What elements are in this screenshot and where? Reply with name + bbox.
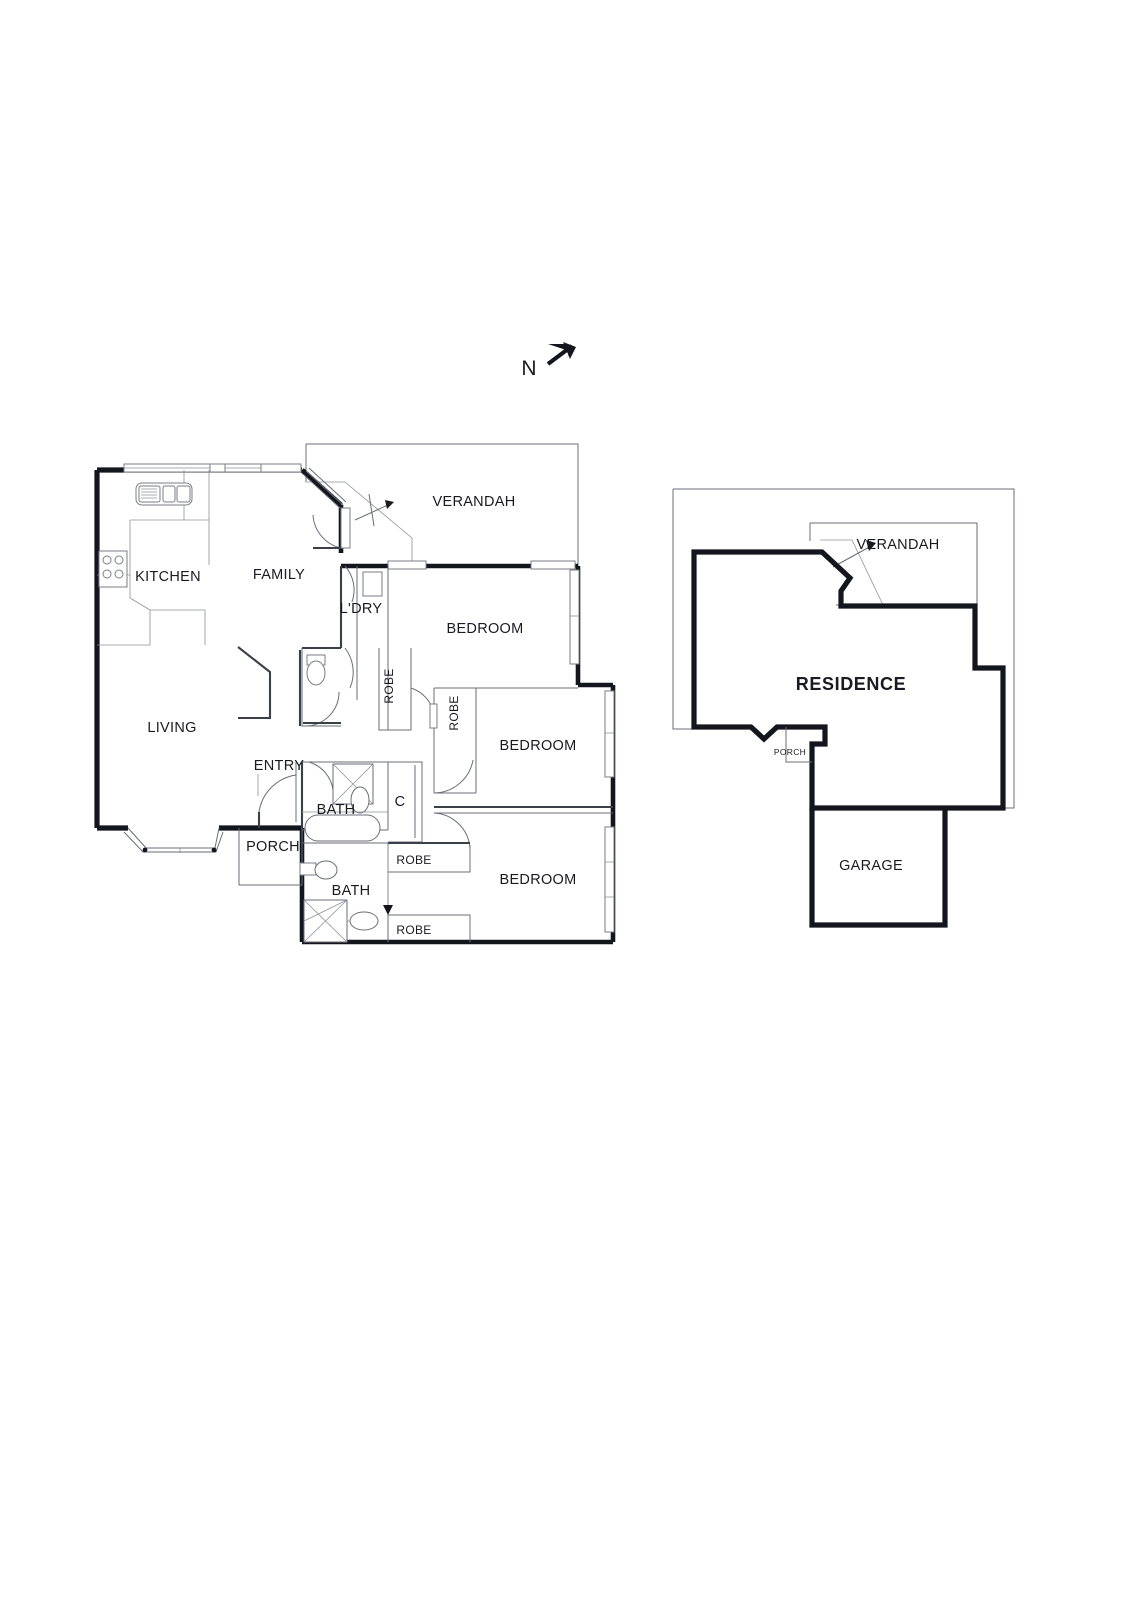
robe-ldry-block <box>378 648 412 731</box>
room-label-bedroom-1: BEDROOM <box>446 621 523 637</box>
room-label-cupboard: C <box>395 794 406 810</box>
bay-window-living <box>123 827 224 853</box>
room-label-porch: PORCH <box>246 839 300 855</box>
window-group-north <box>123 463 302 473</box>
room-label-verandah: VERANDAH <box>433 494 516 510</box>
room-label-bath-2: BATH <box>332 883 371 899</box>
room-label-ldry: L'DRY <box>340 601 383 617</box>
room-label-kitchen: KITCHEN <box>135 569 201 585</box>
kitchen-joinery <box>97 470 210 646</box>
room-label-family: FAMILY <box>253 567 305 583</box>
wc-room <box>298 648 341 727</box>
site-plan: RESIDENCE VERANDAH GARAGE PORCH <box>672 488 1015 928</box>
room-label-robe-mid: ROBE <box>396 853 431 867</box>
site-label-residence: RESIDENCE <box>796 674 906 694</box>
bath1-area <box>302 761 389 842</box>
bath2-area <box>299 842 393 943</box>
site-label-porch: PORCH <box>774 747 806 757</box>
window-group-bedroom1 <box>387 560 580 665</box>
verandah-outline <box>305 443 579 566</box>
entry-porch-area <box>238 762 304 886</box>
room-label-living: LIVING <box>147 720 196 736</box>
hall-door-swings <box>433 759 474 849</box>
living-nook <box>237 646 272 720</box>
bedroom3-windows <box>604 826 615 933</box>
site-label-garage: GARAGE <box>839 858 903 874</box>
door-verandah-swing <box>312 507 351 550</box>
room-label-robe-bedroom-2: ROBE <box>447 695 461 730</box>
room-label-bath-1: BATH <box>317 802 356 818</box>
room-label-robe-ldry: ROBE <box>382 668 396 703</box>
room-label-robe-bottom: ROBE <box>396 923 431 937</box>
bedroom2-area <box>410 687 615 814</box>
robe-bottom-block <box>388 914 471 942</box>
room-label-entry: ENTRY <box>254 758 304 774</box>
room-label-bedroom-2: BEDROOM <box>499 738 576 754</box>
room-label-bedroom-3: BEDROOM <box>499 872 576 888</box>
site-label-verandah: VERANDAH <box>857 537 940 553</box>
north-arrow-icon <box>546 342 576 366</box>
main-floor-plan: KITCHEN FAMILY LIVING VERANDAH L'DRY BED… <box>94 443 616 945</box>
north-label: N <box>521 357 536 380</box>
sliding-door-family <box>302 467 347 509</box>
